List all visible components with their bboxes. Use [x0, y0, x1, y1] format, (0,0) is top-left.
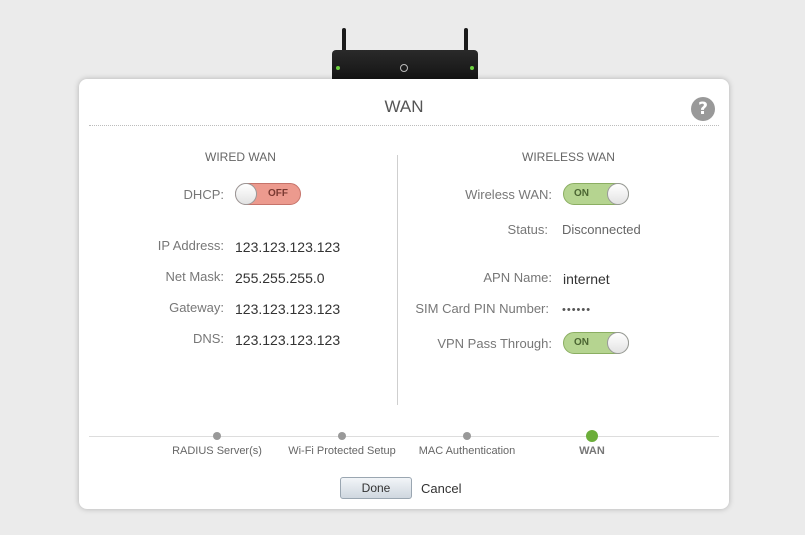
step-label-mac-auth[interactable]: MAC Authentication	[418, 445, 516, 457]
ip-address-value: 123.123.123.123	[235, 239, 341, 255]
vpn-pass-through-toggle[interactable]: ON	[563, 332, 629, 354]
wireless-wan-label: Wireless WAN:	[465, 187, 552, 202]
router-power-indicator	[400, 64, 408, 72]
dns-label: DNS:	[192, 331, 224, 346]
step-dot-mac-auth[interactable]	[463, 432, 471, 440]
title-divider	[89, 125, 719, 126]
gateway-value: 123.123.123.123	[235, 301, 341, 317]
wan-dialog: WAN ? WIRED WAN DHCP: OFF IP Address: 12…	[79, 79, 729, 509]
router-led-left	[336, 66, 340, 70]
step-label-wps[interactable]: Wi-Fi Protected Setup	[288, 445, 396, 457]
help-icon[interactable]: ?	[691, 97, 715, 121]
step-dot-wps[interactable]	[338, 432, 346, 440]
wired-wan-heading: WIRED WAN	[205, 150, 276, 164]
net-mask-label: Net Mask:	[165, 269, 224, 284]
wireless-wan-heading: WIRELESS WAN	[522, 150, 615, 164]
step-label-wan[interactable]: WAN	[579, 445, 605, 457]
sim-pin-value[interactable]: ••••••	[562, 304, 592, 316]
wizard-progress-line	[89, 436, 719, 437]
step-label-radius[interactable]: RADIUS Server(s)	[172, 445, 262, 457]
column-divider	[397, 155, 398, 405]
dhcp-toggle[interactable]: OFF	[235, 183, 301, 205]
toggle-knob	[235, 183, 257, 205]
dialog-title: WAN	[384, 97, 424, 116]
toggle-knob	[607, 332, 629, 354]
net-mask-value: 255.255.255.0	[235, 270, 325, 286]
wireless-wan-toggle[interactable]: ON	[563, 183, 629, 205]
dhcp-toggle-state: OFF	[268, 188, 288, 199]
step-dot-radius[interactable]	[213, 432, 221, 440]
dns-value: 123.123.123.123	[235, 332, 341, 348]
gateway-label: Gateway:	[169, 300, 224, 315]
ip-address-label: IP Address:	[157, 238, 224, 253]
router-antenna-right	[464, 28, 468, 54]
done-button[interactable]: Done	[340, 477, 412, 499]
apn-name-label: APN Name:	[483, 270, 552, 285]
status-value: Disconnected	[562, 222, 641, 237]
step-dot-wan[interactable]	[586, 430, 598, 442]
sim-pin-label: SIM Card PIN Number:	[415, 301, 549, 316]
toggle-knob	[607, 183, 629, 205]
router-led-right	[470, 66, 474, 70]
wireless-wan-toggle-state: ON	[574, 188, 589, 199]
dhcp-label: DHCP:	[183, 187, 224, 202]
vpn-toggle-state: ON	[574, 337, 589, 348]
status-label: Status:	[507, 222, 548, 237]
router-antenna-left	[342, 28, 346, 54]
cancel-button[interactable]: Cancel	[421, 481, 462, 496]
vpn-pass-through-label: VPN Pass Through:	[437, 336, 552, 351]
apn-name-value[interactable]: internet	[563, 271, 610, 287]
